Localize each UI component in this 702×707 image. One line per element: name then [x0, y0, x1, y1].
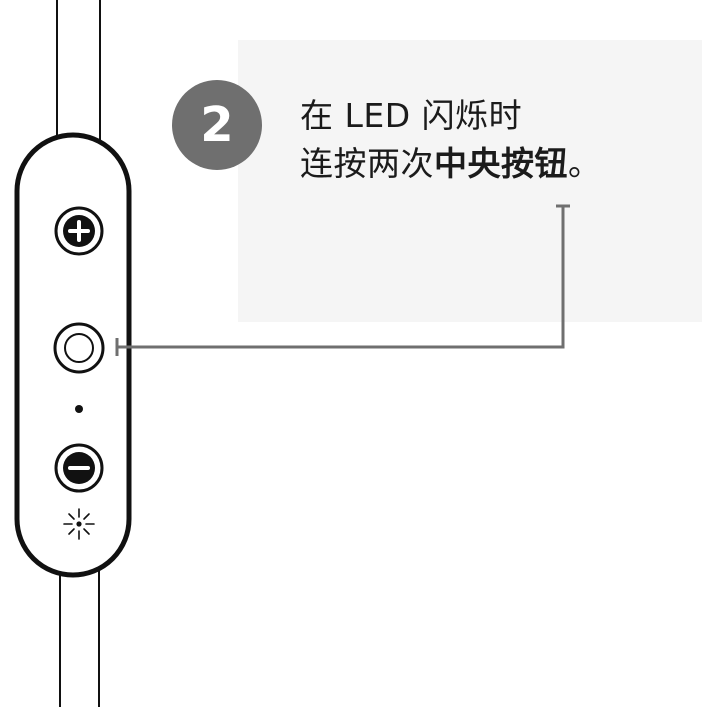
minus-button[interactable] — [54, 443, 104, 493]
cable-bottom — [59, 570, 100, 707]
step-badge: 2 — [172, 80, 262, 170]
plus-button[interactable] — [54, 206, 104, 256]
instruction-line-1: 在 LED 闪烁时 — [300, 96, 523, 135]
plus-icon — [68, 220, 90, 242]
step-number: 2 — [200, 97, 234, 153]
instruction-suffix: 。 — [568, 144, 602, 183]
instruction-highlight: 中央按钮 — [434, 144, 568, 183]
instruction-prefix: 连按两次 — [300, 144, 434, 183]
microphone-dot — [75, 405, 83, 413]
leader-line — [115, 204, 570, 356]
instruction-text: 在 LED 闪烁时 连按两次中央按钮。 — [300, 92, 695, 188]
instruction-line-2: 连按两次中央按钮。 — [300, 140, 695, 188]
callout-panel — [238, 40, 702, 322]
cable-top — [56, 0, 101, 140]
led-light-icon — [63, 508, 95, 540]
center-button[interactable] — [53, 322, 105, 374]
